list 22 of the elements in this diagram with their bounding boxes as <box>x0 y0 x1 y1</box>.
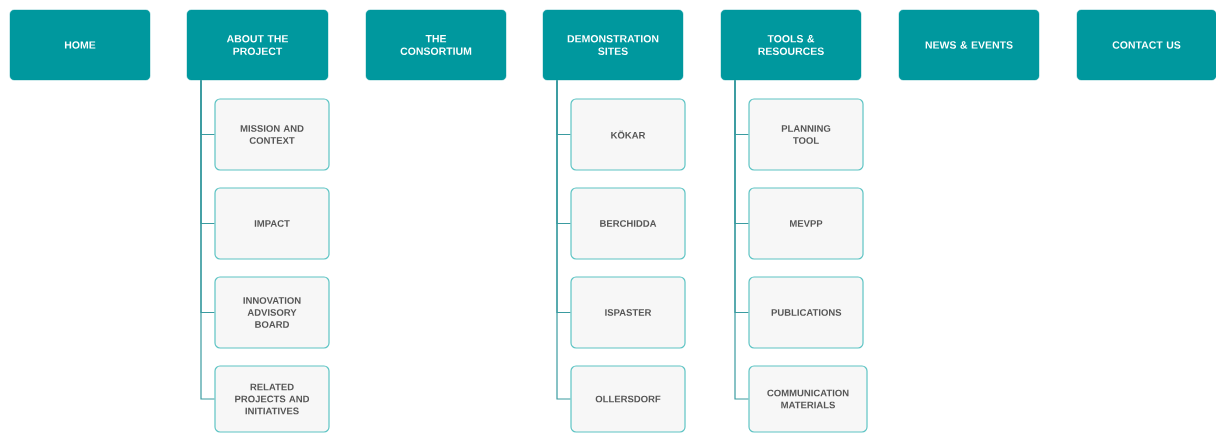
submenu-box: KÖKAR <box>570 98 686 171</box>
menu-box: CONTACT US <box>1076 9 1216 81</box>
submenu-box: COMMUNICATION MATERIALS <box>748 365 868 433</box>
menu-box: DEMONSTRATION SITES <box>542 9 684 81</box>
connector-line <box>200 79 215 400</box>
menu-box: HOME <box>9 9 151 81</box>
submenu-box: INNOVATION ADVISORY BOARD <box>214 276 330 349</box>
submenu-box: PLANNING TOOL <box>748 98 864 171</box>
menu-box: TOOLS & RESOURCES <box>720 9 862 81</box>
submenu-box: BERCHIDDA <box>570 187 686 260</box>
submenu-box: RELATED PROJECTS AND INITIATIVES <box>214 365 330 433</box>
submenu-box: OLLERSDORF <box>570 365 686 433</box>
submenu-box: MISSION AND CONTEXT <box>214 98 330 171</box>
connector-line <box>556 79 571 400</box>
submenu-box: IMPACT <box>214 187 330 260</box>
menu-box: THE CONSORTIUM <box>365 9 507 81</box>
submenu-box: PUBLICATIONS <box>748 276 864 349</box>
connector-line <box>734 79 749 400</box>
submenu-box: MEVPP <box>748 187 864 260</box>
menu-box: NEWS & EVENTS <box>898 9 1040 81</box>
submenu-box: ISPASTER <box>570 276 686 349</box>
menu-box: ABOUT THE PROJECT <box>186 9 329 81</box>
